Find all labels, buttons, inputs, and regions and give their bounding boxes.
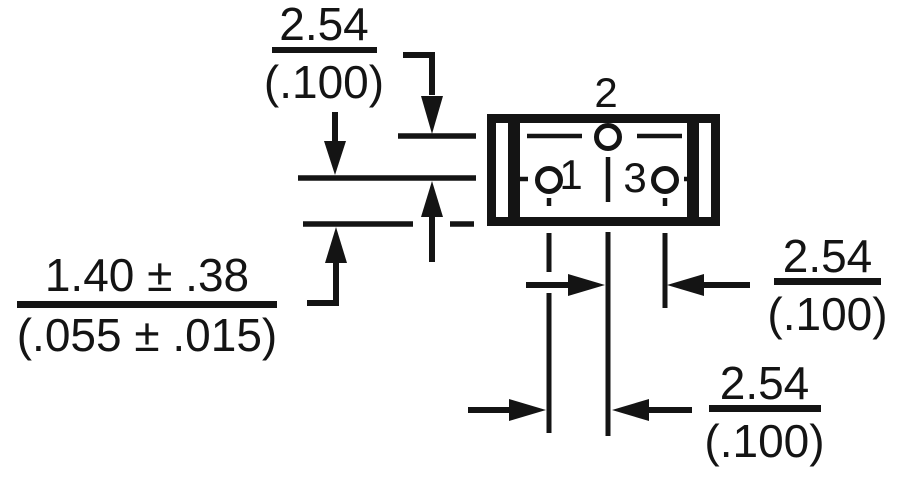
arrow-up-bottom-line xyxy=(325,227,347,263)
arrow-right-head xyxy=(568,274,605,296)
dim-standoff-callout: 1.40 ± .38 (.055 ± .015) xyxy=(2,252,292,358)
dim-pitch-upper-metric: 2.54 xyxy=(782,230,873,282)
dim-pitch-lower-metric: 2.54 xyxy=(719,357,810,409)
dim-pitch-upper-imperial: (.100) xyxy=(767,288,888,340)
body-left-slot-bar xyxy=(508,123,520,217)
fraction-bar xyxy=(774,278,881,285)
arrow-down-pin2-line xyxy=(421,96,443,134)
pin-2-hole xyxy=(594,123,622,151)
dim-pitch-lower-imperial: (.100) xyxy=(704,415,825,467)
extension-lines-left xyxy=(298,133,476,227)
dim-standoff-metric: 1.40 ± .38 xyxy=(44,249,250,301)
dim-pitch-upper-callout: 2.54 (.100) xyxy=(760,230,895,340)
fraction-bar xyxy=(271,47,377,53)
arrow-left-head xyxy=(667,274,704,296)
dim-pitch-upper-arrows xyxy=(526,274,750,296)
pin-1-label: 1 xyxy=(559,151,583,198)
arrow-up-pin13-line xyxy=(421,181,443,217)
arrow-right-head xyxy=(509,399,546,421)
arrow-down-pin13-line xyxy=(324,141,346,175)
dim-row-spacing-callout: 2.54 (.100) xyxy=(259,1,389,105)
pin-1-hole xyxy=(535,166,563,194)
dim-row-spacing-imperial: (.100) xyxy=(263,56,385,108)
fraction-bar xyxy=(17,301,277,308)
pin-3-hole xyxy=(651,166,679,194)
leader-elbow-bottom xyxy=(307,261,339,306)
pin-2-label: 2 xyxy=(594,69,618,116)
fraction-bar xyxy=(708,405,821,412)
leader-elbow-top xyxy=(403,52,435,95)
arrow-left-head xyxy=(612,399,649,421)
pin-3-label: 3 xyxy=(623,154,647,201)
pin-extension-lines xyxy=(546,232,668,436)
centerline-dashes xyxy=(518,133,693,206)
dim-standoff-arrows xyxy=(307,112,347,306)
dim-row-spacing-metric: 2.54 xyxy=(279,0,369,50)
dim-row-spacing-arrows xyxy=(403,52,443,262)
body-right-slot-bar xyxy=(687,123,699,217)
dim-standoff-imperial: (.055 ± .015) xyxy=(16,309,278,361)
dim-pitch-lower-arrows xyxy=(468,399,692,421)
dim-pitch-lower-callout: 2.54 (.100) xyxy=(697,357,832,467)
